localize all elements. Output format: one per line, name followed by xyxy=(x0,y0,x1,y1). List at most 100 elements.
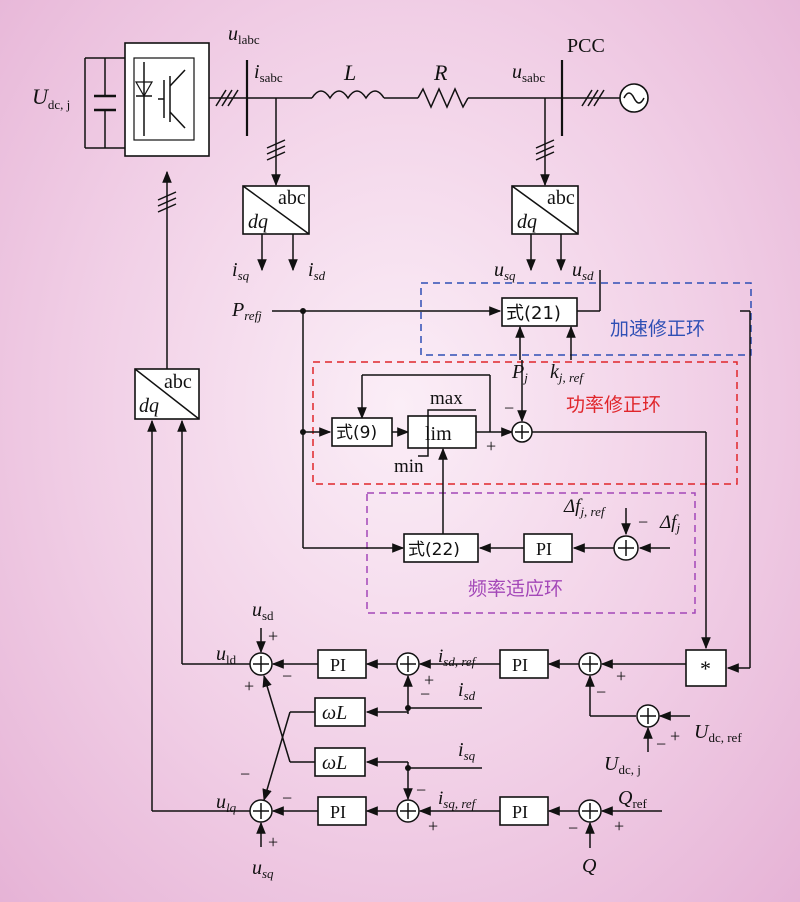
pi-iq-text: PI xyxy=(330,802,346,822)
sum-junction-udc-ref xyxy=(636,704,660,728)
pi-block-dc xyxy=(499,649,549,679)
plus-isq-ref: + xyxy=(428,816,438,836)
minus-sign-power: − xyxy=(504,398,514,418)
power-loop-label: 功率修正环 xyxy=(566,394,661,416)
eq22-block xyxy=(403,533,479,563)
sum-junction-ulq xyxy=(249,799,273,823)
usabc-label: usabc xyxy=(512,61,545,85)
isq-label: isq xyxy=(458,739,476,763)
plus-udcref: + xyxy=(670,726,680,746)
usd-label: usd xyxy=(252,599,274,623)
plus-usq: + xyxy=(268,832,278,852)
eq22-text: 式(22) xyxy=(408,540,460,560)
omega-l-text-1: ωL xyxy=(322,702,347,724)
minus-isd: − xyxy=(420,684,430,704)
abc-dq-transform-voltage xyxy=(511,185,579,235)
resistor xyxy=(417,87,469,109)
dc-capacitor xyxy=(84,57,125,149)
abc-dq-transform-current xyxy=(242,185,310,235)
eq21-text: 式(21) xyxy=(506,303,561,324)
pi-freq-text: PI xyxy=(536,539,552,559)
eq9-text: 式(9) xyxy=(336,423,377,443)
min-label: min xyxy=(394,456,424,477)
usq-label: usq xyxy=(252,857,274,881)
omega-l-block-1 xyxy=(314,697,366,727)
accel-loop-region xyxy=(420,282,752,356)
sum-junction-uld xyxy=(249,652,273,676)
usq-top-label: usq xyxy=(494,259,516,283)
converter-block xyxy=(124,42,210,157)
plus-sign-power: + xyxy=(486,436,496,456)
minus-uld: − xyxy=(282,666,292,686)
multiplier-text: * xyxy=(700,656,711,681)
dfj-label: Δfj xyxy=(659,512,680,535)
multiplier-block xyxy=(685,649,727,687)
grid-source-icon xyxy=(619,83,649,113)
freq-loop-label: 频率适应环 xyxy=(468,578,563,600)
minus-isq: − xyxy=(416,780,426,800)
abc-text-1: abc xyxy=(278,187,306,209)
ulq-label: ulq xyxy=(216,791,237,815)
three-phase-mark-4 xyxy=(535,139,555,161)
dq-text-3: dq xyxy=(139,395,159,417)
resistor-label: R xyxy=(433,60,448,85)
three-phase-mark-2 xyxy=(581,89,605,107)
sum-junction-q xyxy=(578,799,602,823)
dq-text-2: dq xyxy=(517,211,537,233)
plus-uld-cross: + xyxy=(244,676,254,696)
max-label: max xyxy=(430,388,463,409)
three-phase-mark-1 xyxy=(215,89,239,107)
pref-label: Prefj xyxy=(231,299,262,323)
plus-usd: + xyxy=(268,626,278,646)
q-label: Q xyxy=(582,855,597,877)
qref-label: Qref xyxy=(618,787,648,811)
isd-ref-label: isd, ref xyxy=(438,646,478,669)
sum-junction-freq xyxy=(613,535,639,561)
plus-isd-ref: + xyxy=(424,670,434,690)
pi-block-iq xyxy=(317,796,367,826)
pi-id-text: PI xyxy=(330,655,346,675)
inductor xyxy=(311,90,385,100)
minus-ulq: − xyxy=(282,788,292,808)
usd-top-label: usd xyxy=(572,259,594,283)
sum-junction-id xyxy=(396,652,420,676)
plus-udc-loop: + xyxy=(616,666,626,686)
freq-loop-region xyxy=(366,492,696,614)
sum-junction-power xyxy=(511,421,533,443)
pi-q-text: PI xyxy=(512,802,528,822)
isd-top-label: isd xyxy=(308,259,326,283)
sum-junction-udc xyxy=(578,652,602,676)
udcref-label: Udc, ref xyxy=(694,721,742,745)
lim-text: lim xyxy=(425,423,452,445)
three-phase-mark-3 xyxy=(266,139,286,161)
abc-text-2: abc xyxy=(547,187,575,209)
isq-ref-label: isq, ref xyxy=(438,788,478,811)
uld-label: uld xyxy=(216,643,237,667)
pi-block-id xyxy=(317,649,367,679)
pj-label: Pj xyxy=(511,361,528,385)
udc-label: Udc, j xyxy=(32,84,70,112)
dfref-label: Δfj, ref xyxy=(563,496,607,519)
pcc-label: PCC xyxy=(567,35,605,57)
plus-qref: + xyxy=(614,816,624,836)
minus-udc-loop: − xyxy=(596,682,606,702)
minus-sign-freq: − xyxy=(638,512,648,532)
minus-udcj: − xyxy=(656,734,666,754)
accel-loop-label: 加速修正环 xyxy=(610,318,705,340)
pi-block-q xyxy=(499,796,549,826)
inductor-label: L xyxy=(343,60,356,85)
minus-q: − xyxy=(568,818,578,838)
omega-l-text-2: ωL xyxy=(322,752,347,774)
udcj-label: Udc, j xyxy=(604,753,641,777)
eq21-block xyxy=(501,297,578,327)
ulabc-label: ulabc xyxy=(228,23,260,47)
minus-ulq-cross: − xyxy=(240,764,250,784)
sum-junction-iq xyxy=(396,799,420,823)
isd-label: isd xyxy=(458,679,476,703)
isq-top-label: isq xyxy=(232,259,250,283)
isabc-label: isabc xyxy=(254,61,283,85)
power-loop-region xyxy=(312,361,738,485)
kj-label: kj, ref xyxy=(550,361,585,385)
